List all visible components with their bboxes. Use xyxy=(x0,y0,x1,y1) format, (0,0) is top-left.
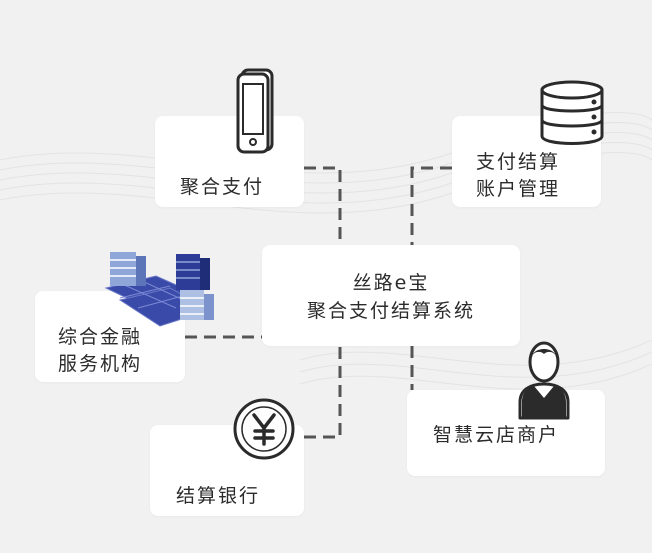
server-blocks-icon xyxy=(104,252,214,327)
smartphone-icon xyxy=(236,68,274,154)
link-aggregate-payment xyxy=(304,166,342,245)
yuan-coin-icon xyxy=(233,398,295,460)
settlement-account-line2: 账户管理 xyxy=(476,178,561,200)
link-settlement-account xyxy=(410,166,452,245)
link-settlement-bank xyxy=(304,346,342,439)
aggregate-payment-label: 聚合支付 xyxy=(180,176,265,198)
financial-institution-line2: 服务机构 xyxy=(58,353,143,375)
settlement-bank-label: 结算银行 xyxy=(176,485,261,507)
smart-merchant-label: 智慧云店商户 xyxy=(433,424,560,446)
person-icon xyxy=(518,341,570,420)
center-system-node[interactable] xyxy=(262,245,520,346)
settlement-account-line1: 支付结算 xyxy=(476,151,561,173)
financial-institution-line1: 综合金融 xyxy=(58,326,143,348)
database-icon xyxy=(540,80,604,145)
smart-merchant-node[interactable] xyxy=(407,390,605,476)
center-title-line2: 聚合支付结算系统 xyxy=(306,300,475,322)
center-title-line1: 丝路e宝 xyxy=(352,272,430,294)
aggregate-payment-node[interactable] xyxy=(155,116,304,207)
